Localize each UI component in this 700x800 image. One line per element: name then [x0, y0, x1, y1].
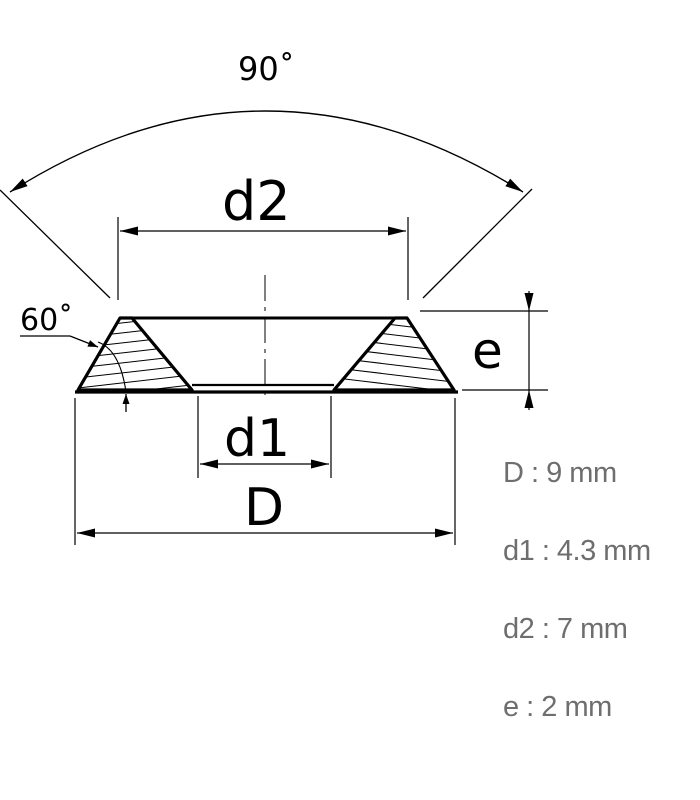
- angle-60-label: 60˚: [20, 303, 73, 338]
- d2-dimension: d2: [117, 170, 409, 300]
- spec-list: D : 9 mm d1 : 4.3 mm d2 : 7 mm e : 2 mm: [503, 455, 651, 767]
- d2-label: d2: [222, 170, 291, 233]
- angle-90-dimension: 90˚: [0, 50, 533, 299]
- spec-e: e : 2 mm: [503, 691, 612, 723]
- angle-90-label: 90˚: [238, 50, 295, 88]
- d1-dimension: d1: [197, 396, 332, 478]
- spec-D: D : 9 mm: [503, 457, 617, 489]
- d1-label: d1: [224, 409, 290, 469]
- D-label: D: [244, 478, 284, 538]
- angle-60-dimension: 60˚: [20, 303, 130, 412]
- e-dimension: e: [420, 291, 548, 410]
- e-label: e: [472, 322, 503, 380]
- D-dimension: D: [74, 398, 456, 545]
- spec-d2: d2 : 7 mm: [503, 613, 628, 645]
- spec-d1: d1 : 4.3 mm: [503, 535, 651, 567]
